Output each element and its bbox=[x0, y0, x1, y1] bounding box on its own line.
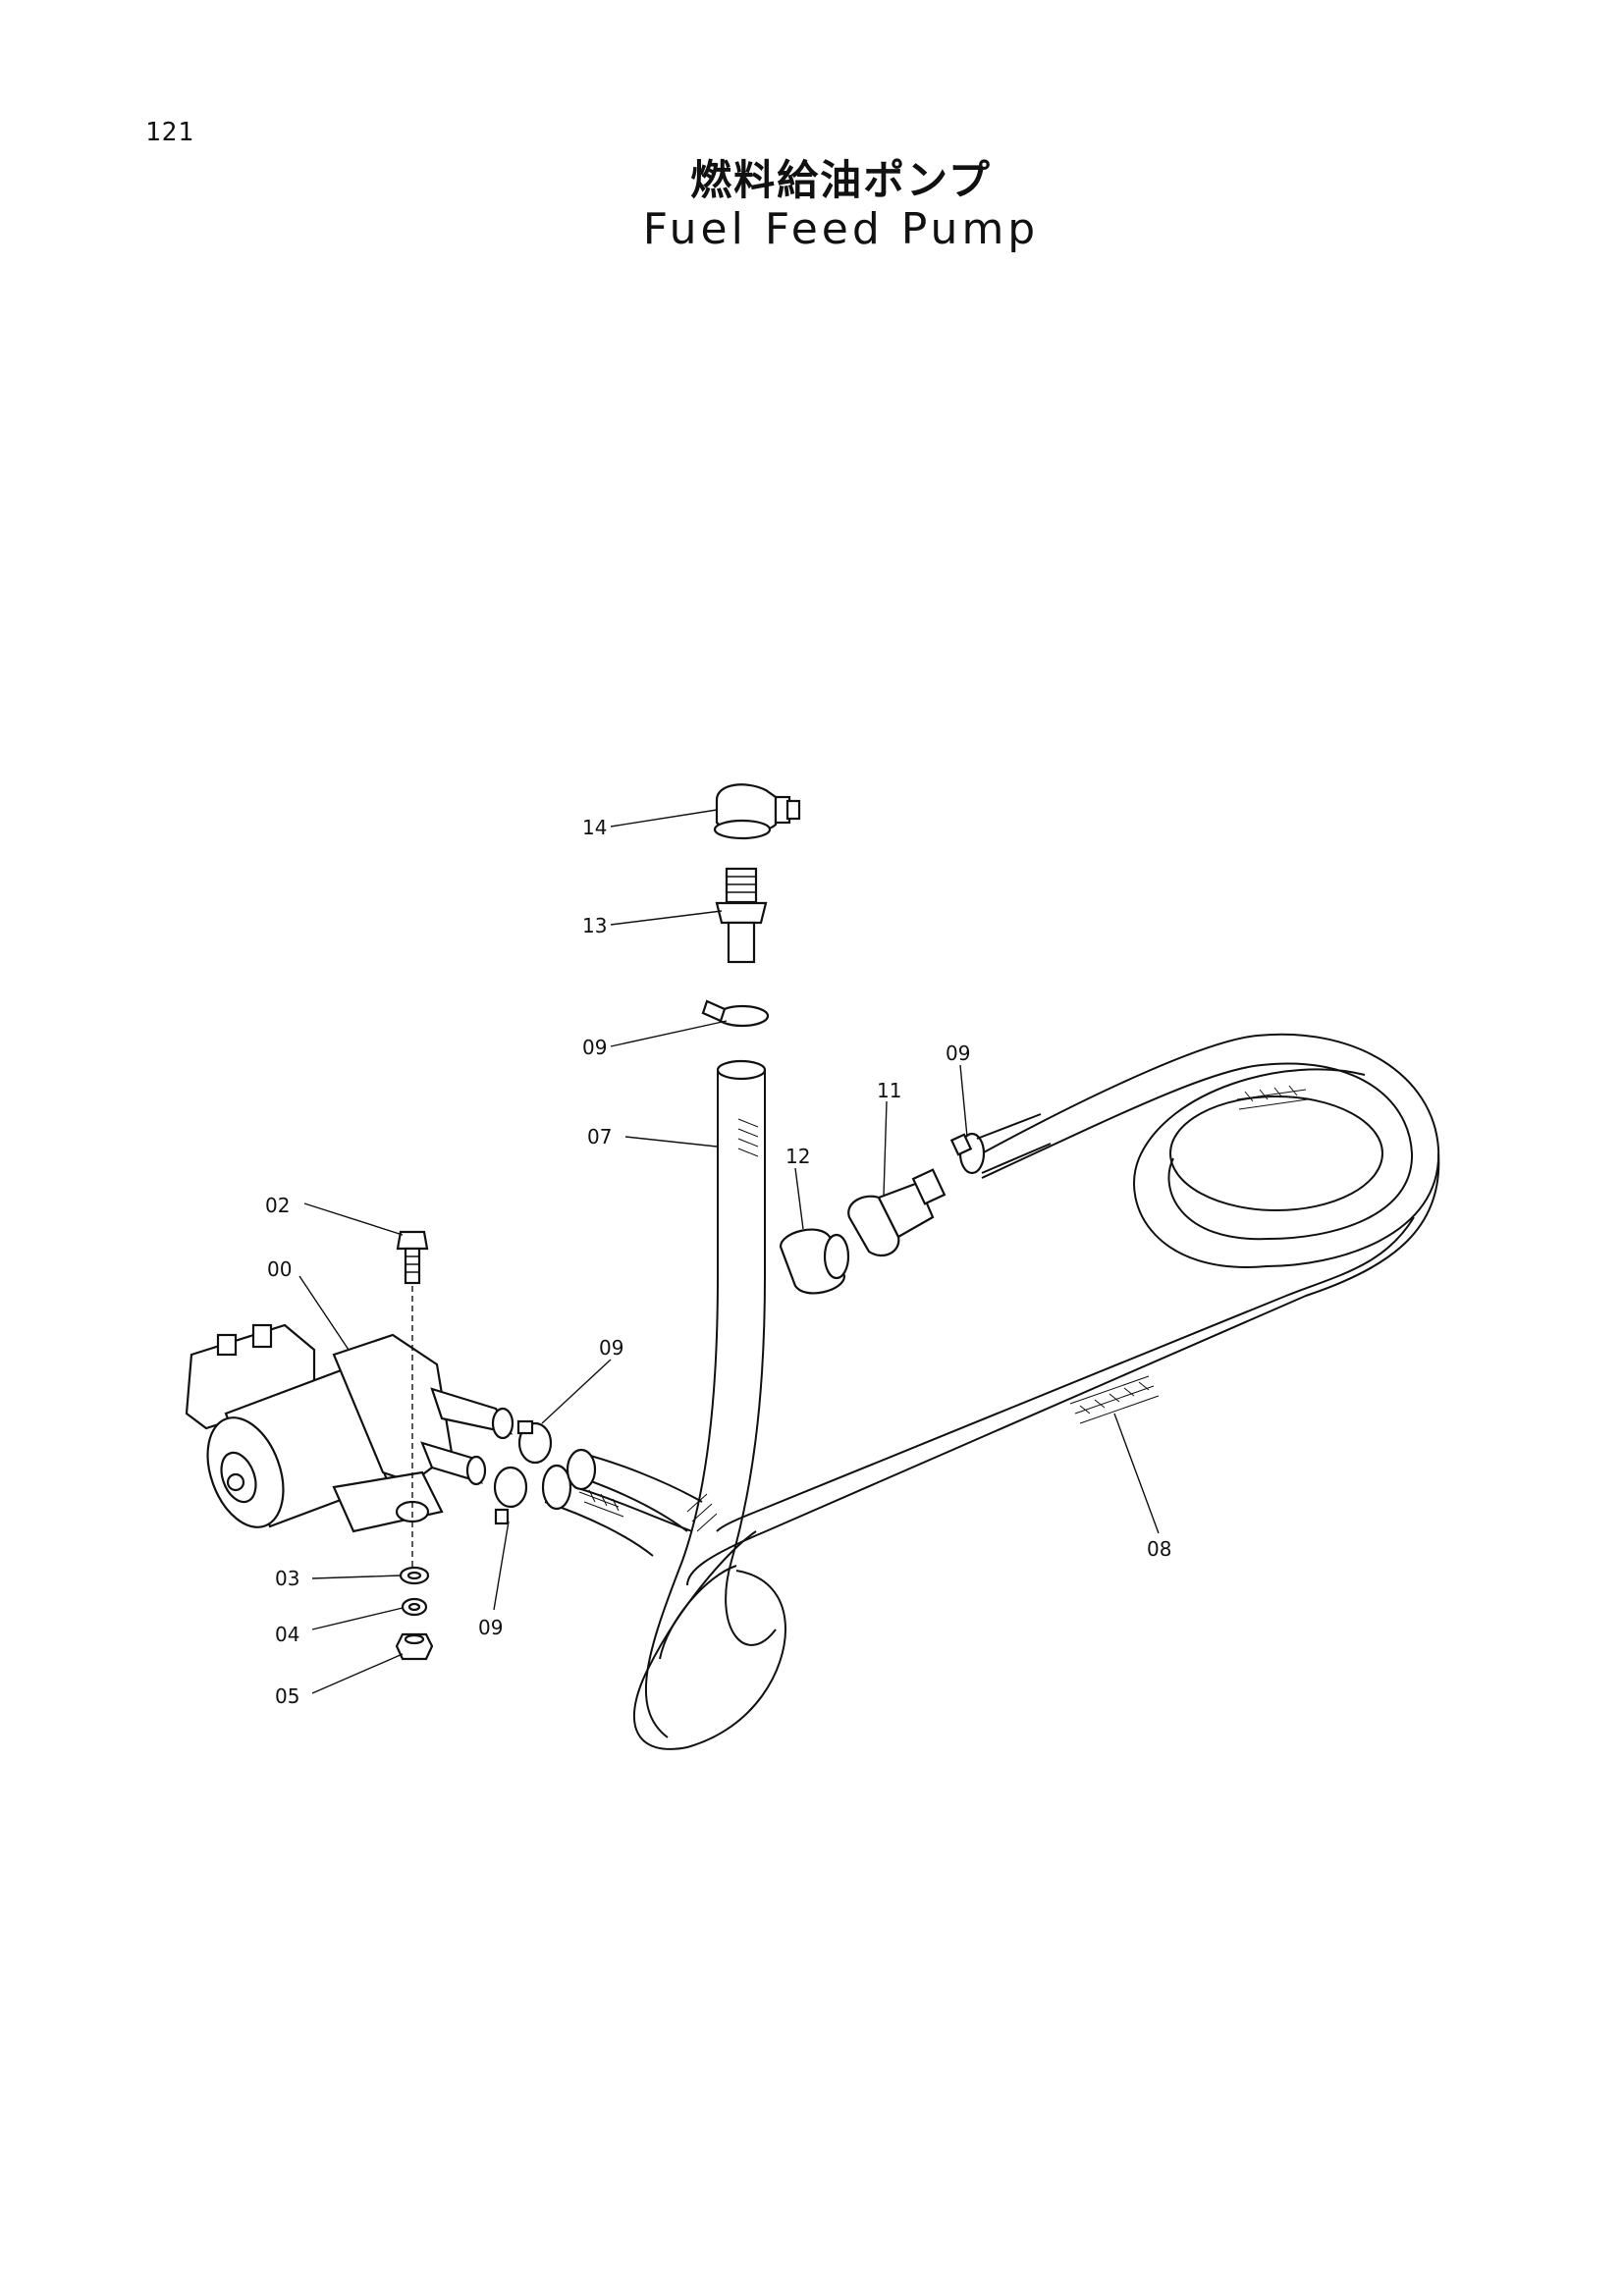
nut-05 bbox=[395, 1632, 434, 1661]
spring-washer-04 bbox=[401, 1597, 428, 1617]
callout-05: 05 bbox=[275, 1684, 299, 1708]
hose-clamp-09-lower-a bbox=[516, 1419, 553, 1465]
callout-12: 12 bbox=[785, 1145, 810, 1168]
callout-00: 00 bbox=[267, 1257, 292, 1281]
fuel-hose-07 bbox=[566, 1059, 777, 1738]
callout-labels: 14 13 09 07 12 11 09 02 00 09 03 04 05 0… bbox=[265, 816, 1171, 1708]
callout-09-top: 09 bbox=[582, 1036, 607, 1059]
cap-12 bbox=[779, 1228, 850, 1295]
callout-14: 14 bbox=[582, 816, 607, 839]
callout-11: 11 bbox=[877, 1079, 901, 1102]
page-number: 121 bbox=[145, 118, 194, 147]
hose-clamp-09-right bbox=[949, 1113, 1052, 1175]
title-english: Fuel Feed Pump bbox=[642, 204, 1040, 254]
callout-03: 03 bbox=[275, 1567, 299, 1590]
callout-02: 02 bbox=[265, 1194, 290, 1217]
title-japanese: 燃料給油ポンプ bbox=[690, 156, 992, 204]
callout-13: 13 bbox=[582, 914, 607, 937]
hose-clamp-09-top bbox=[701, 999, 770, 1028]
callout-08: 08 bbox=[1147, 1537, 1171, 1561]
elbow-fitting-14 bbox=[713, 783, 801, 840]
nipple-fitting-13 bbox=[715, 867, 768, 964]
callout-04: 04 bbox=[275, 1623, 299, 1646]
callout-09-mid: 09 bbox=[599, 1336, 623, 1360]
fuel-pump-00 bbox=[185, 1323, 514, 1533]
hose-clamp-09-lower-b bbox=[493, 1466, 528, 1525]
bolt-02 bbox=[396, 1230, 429, 1571]
washer-03 bbox=[399, 1566, 430, 1585]
leader-lines bbox=[298, 809, 1160, 1694]
fuel-hose-08 bbox=[541, 1033, 1440, 1750]
quick-coupler-11 bbox=[847, 1168, 947, 1257]
callout-09-lower: 09 bbox=[478, 1616, 503, 1639]
callout-07: 07 bbox=[587, 1125, 612, 1148]
callout-09-right: 09 bbox=[946, 1041, 970, 1065]
